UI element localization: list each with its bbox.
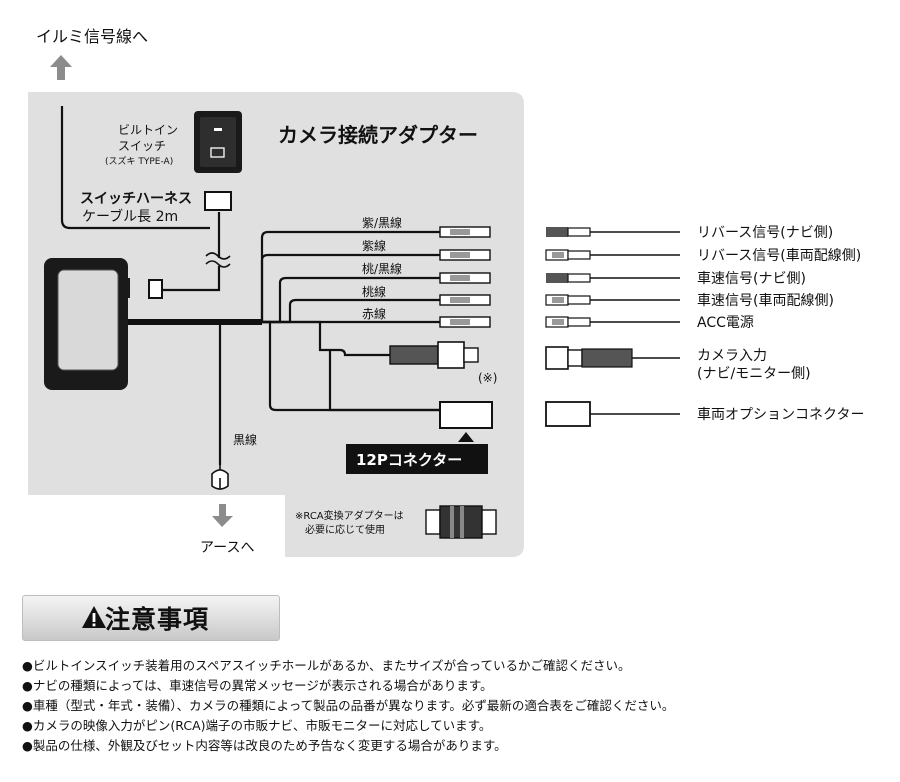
rca-note-1: ※RCA変換アダプターは (295, 509, 404, 522)
small-connector (148, 279, 163, 299)
rca-plug-icon (389, 341, 479, 369)
earth-label: アースへ (200, 540, 254, 556)
notes-list: ●ビルトインスイッチ装着用のスペアスイッチホールがあるか、またサイズが合っている… (22, 656, 882, 756)
earth-terminal-icon (211, 465, 229, 490)
note-item: ●カメラの映像入力がピン(RCA)端子の市販ナビ、市販モニターに対応しています。 (22, 718, 492, 733)
wire-label-4: 赤線 (362, 306, 386, 321)
note-item: ●車種（型式・年式・装備）、カメラの種類によって製品の品番が異なります。必ず最新… (22, 698, 675, 713)
note-mark: (※) (478, 371, 497, 385)
camera-input-2: (ナビ/モニター側) (697, 366, 811, 382)
harness-label: スイッチハーネス (80, 191, 192, 207)
right-label-4: ACC電源 (697, 315, 754, 331)
warning-triangle-icon (82, 606, 106, 628)
switch-label-3: (スズキ TYPE-A) (105, 155, 173, 167)
caution-header: 注意事項 (22, 595, 280, 641)
adapter-title: カメラ接続アダプター (278, 123, 478, 147)
right-label-3: 車速信号(車両配線側) (697, 292, 834, 309)
connector-12p-label: 12Pコネクター (356, 451, 462, 469)
down-arrow-icon (212, 504, 233, 527)
adapter-box (44, 258, 130, 390)
up-arrow-icon (50, 55, 72, 80)
wire-label-1: 紫線 (362, 238, 386, 253)
right-label-2: 車速信号(ナビ側) (697, 270, 806, 287)
harness-connector (204, 191, 232, 211)
right-label-1: リバース信号(車両配線側) (697, 247, 861, 264)
bullet-connector-icon (439, 226, 491, 328)
vehicle-option-connector (545, 401, 591, 427)
note-item: ●製品の仕様、外観及びセット内容等は改良のため予告なく変更する場合があります。 (22, 738, 507, 753)
wire-label-2: 桃/黒線 (362, 261, 402, 276)
switch-label-2: スイッチ (118, 139, 166, 153)
wire-label-0: 紫/黒線 (362, 215, 402, 230)
legend-connector-icon (545, 227, 591, 328)
diagram-panel (28, 92, 524, 557)
note-item: ●ビルトインスイッチ装着用のスペアスイッチホールがあるか、またサイズが合っている… (22, 658, 631, 673)
camera-input-1: カメラ入力 (697, 348, 767, 364)
wire-label-3: 桃線 (362, 284, 386, 299)
note-item: ●ナビの種類によっては、車速信号の異常メッセージが表示される場合があります。 (22, 678, 493, 693)
rca-adapter-icon (425, 505, 497, 539)
connector-12p (439, 401, 493, 429)
right-label-0: リバース信号(ナビ側) (697, 225, 833, 241)
rca-jack-icon (545, 346, 633, 370)
illumination-label: イルミ信号線へ (36, 27, 148, 46)
caution-title: 注意事項 (105, 605, 210, 634)
wiring-diagram: イルミ信号線へ ビルトイン スイッチ (スズキ TYPE-A) カメラ接続アダプ… (28, 27, 864, 557)
switch-label-1: ビルトイン (118, 123, 178, 137)
rca-note-2: 必要に応じて使用 (305, 523, 385, 536)
builtin-switch-icon (194, 111, 242, 173)
vehicle-option-label: 車両オプションコネクター (697, 406, 864, 423)
black-wire-label: 黒線 (233, 432, 257, 447)
cable-length: ケーブル長 2m (82, 208, 178, 225)
